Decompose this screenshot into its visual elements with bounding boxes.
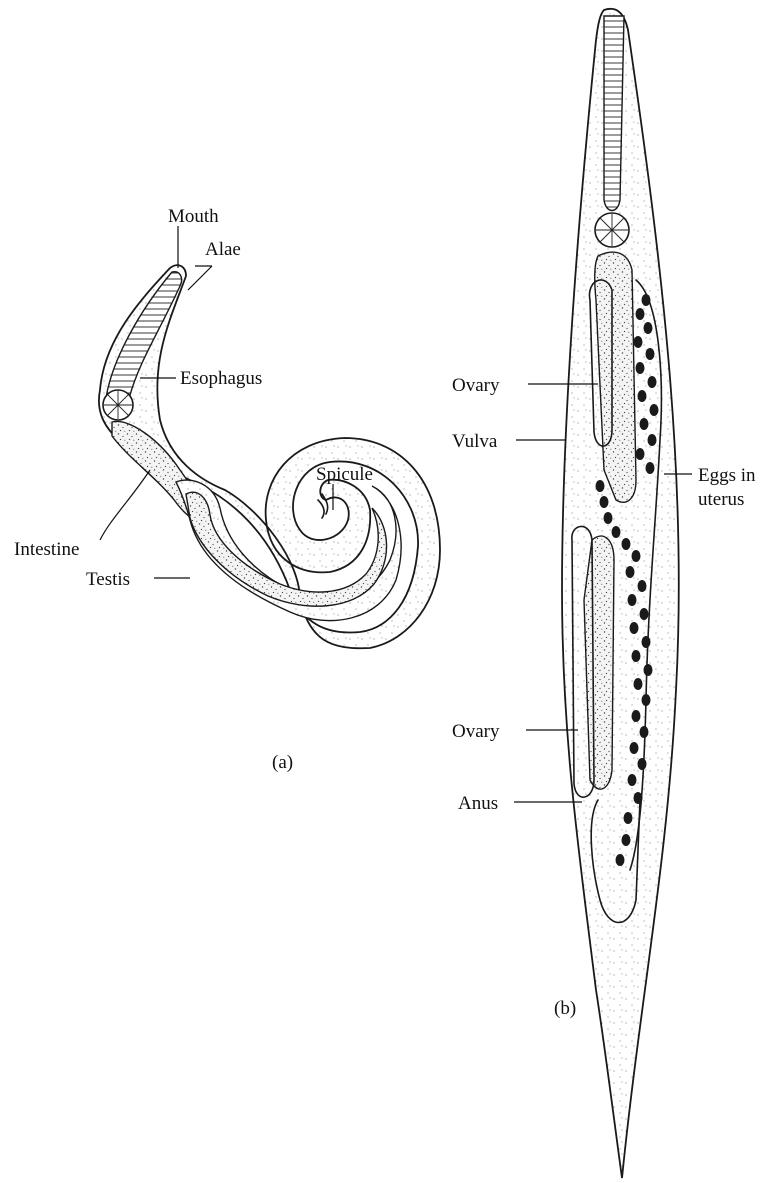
female-worm-drawing: [562, 9, 679, 1178]
label-spicule: Spicule: [316, 464, 373, 485]
caption-a: (a): [272, 752, 293, 773]
label-ovary-upper: Ovary: [452, 375, 500, 396]
label-ovary-lower: Ovary: [452, 721, 500, 742]
label-vulva: Vulva: [452, 431, 498, 452]
label-mouth: Mouth: [168, 206, 219, 227]
male-worm-drawing: [99, 265, 440, 648]
caption-b: (b): [554, 998, 576, 1019]
label-intestine: Intestine: [14, 539, 79, 560]
label-eggs-line1: Eggs in: [698, 465, 756, 486]
female-esophagus: [604, 16, 624, 211]
label-esophagus: Esophagus: [180, 368, 262, 389]
label-anus: Anus: [458, 793, 498, 814]
label-eggs-line2: uterus: [698, 489, 744, 510]
female-intestine-lower: [584, 536, 614, 789]
label-alae: Alae: [205, 239, 241, 260]
label-testis: Testis: [86, 569, 130, 590]
